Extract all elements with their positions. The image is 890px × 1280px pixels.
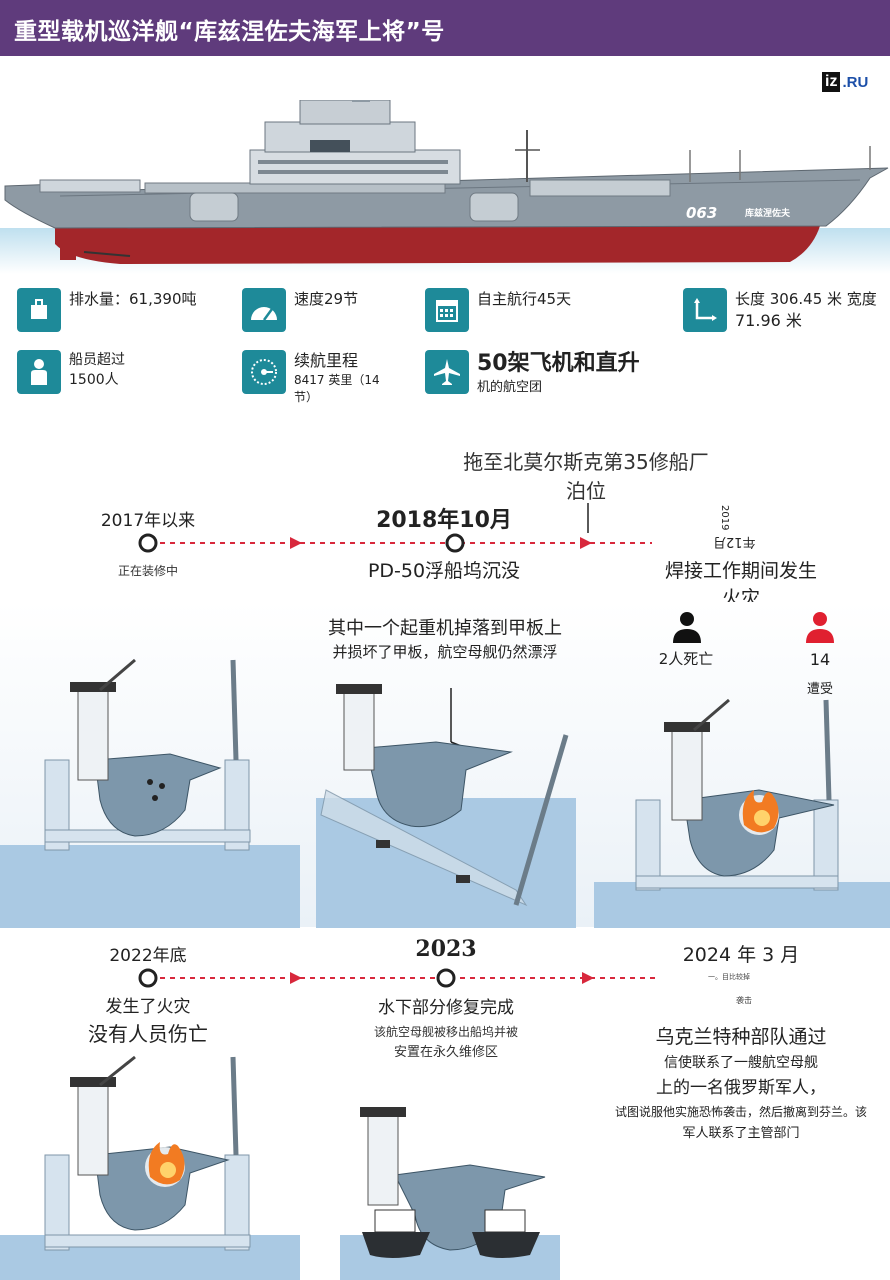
- stat-crew-line1: 船员超过: [69, 352, 125, 368]
- scene-tugboats: [340, 1107, 560, 1280]
- stat-autonomy-text: 自主航行45天: [477, 290, 572, 308]
- event-2023-caption: 水下部分修复完成 该航空母舰被移出船坞并被 安置在永久维修区: [374, 995, 518, 1063]
- stat-displacement-text: 排水量：61,390吨: [69, 290, 197, 308]
- event-2024-caption-line1: 乌克兰特种部队通过: [655, 1026, 827, 1048]
- stat-speed-text: 速度29节: [294, 290, 359, 308]
- timeline-node-2018: [445, 533, 465, 553]
- tow-note-line2: 泊位: [565, 479, 606, 503]
- stat-range-text: 续航里程 8417 英里（14 节）: [294, 350, 380, 406]
- event-2023-note-line1: 该航空母舰被移出船坞并被: [373, 1025, 519, 1039]
- stat-air-wing: 50架飞机和直升 机的航空团: [425, 350, 640, 398]
- dead-label: 2人死亡: [658, 650, 714, 668]
- timeline-2-track: [138, 968, 660, 988]
- injured-count: 14: [809, 650, 831, 669]
- timeline-node-2017: [138, 533, 158, 553]
- stat-dimensions-text: 长度 306.45 米 宽度 71.96 米: [735, 288, 877, 332]
- scene-dock-sinking: [316, 684, 576, 928]
- fire-icon: [145, 1142, 185, 1187]
- scene-fire-2022: [0, 1055, 300, 1280]
- event-2019-year: 2019: [719, 505, 730, 531]
- stat-dimensions-line2: 71.96 米: [735, 311, 802, 330]
- stat-range-line3: 节）: [294, 390, 319, 404]
- event-2024-note-line4: 军人联系了主管部门: [682, 1126, 800, 1141]
- stat-dimensions: 长度 306.45 米 宽度 71.96 米: [683, 288, 877, 332]
- event-2024-note-line1: 信使联系了一艘航空母舰: [663, 1055, 818, 1071]
- tow-note: 拖至北莫尔斯克第35修船厂 泊位: [463, 446, 708, 504]
- event-2024-tiny-note: 一。目比较掉: [708, 973, 750, 981]
- event-2018-caption: PD-50浮船坞沉没: [367, 560, 521, 582]
- logo-suffix: .RU: [842, 73, 869, 91]
- header-bar: 重型载机巡洋舰“库兹涅佐夫海军上将”号: [0, 0, 890, 56]
- event-2024-date: 2024 年 3 月: [682, 944, 800, 966]
- event-2023-date: 2023: [415, 936, 477, 962]
- stat-displacement: 排水量：61,390吨: [17, 288, 197, 332]
- stat-air-wing-line2: 机的航空团: [477, 380, 543, 395]
- timeline-1-track: [138, 503, 652, 553]
- hull-number: 063: [686, 204, 717, 222]
- injured-person-icon: [806, 612, 834, 643]
- event-2017-caption: 正在装修中: [117, 564, 179, 578]
- scene-dock-repair: [0, 658, 300, 928]
- event-2017-date: 2017年以来: [100, 511, 196, 531]
- tugboat-right-icon: [472, 1209, 540, 1258]
- crane-note-line1: 其中一个起重机掉落到甲板上: [328, 618, 562, 639]
- logo-box: iz: [822, 72, 841, 92]
- crane-note: 其中一个起重机掉落到甲板上 并损坏了甲板，航空母舰仍然漂浮: [328, 617, 562, 663]
- range-gauge-icon: [242, 350, 286, 394]
- aircraft-carrier-illustration: 063 库兹涅佐夫: [4, 100, 889, 264]
- fire-icon: [739, 790, 779, 835]
- timeline-node-2023: [436, 968, 456, 988]
- hull-name: 库兹涅佐夫: [745, 207, 791, 219]
- calendar-icon: [425, 288, 469, 332]
- event-2019-month: 年12月: [713, 534, 756, 549]
- speedometer-icon: [242, 288, 286, 332]
- tow-note-line1: 拖至北莫尔斯克第35修船厂: [463, 450, 709, 474]
- event-2022-caption: 发生了火灾 没有人员伤亡: [88, 995, 208, 1049]
- stat-range-line1: 续航里程: [294, 351, 359, 370]
- tugboat-left-icon: [362, 1209, 430, 1258]
- event-2023-note-line2: 安置在永久维修区: [393, 1045, 499, 1060]
- dead-person-icon: [673, 612, 701, 643]
- stat-dimensions-line1: 长度 306.45 米 宽度: [735, 290, 877, 308]
- crane-note-line2: 并损坏了甲板，航空母舰仍然漂浮: [332, 643, 558, 661]
- event-2024-note-line2: 上的一名俄罗斯军人，: [655, 1078, 826, 1098]
- stat-crew: 船员超过 1500人: [17, 350, 125, 394]
- weight-icon: [17, 288, 61, 332]
- stat-range: 续航里程 8417 英里（14 节）: [242, 350, 380, 406]
- stat-speed: 速度29节: [242, 288, 358, 332]
- jet-icon: [425, 350, 469, 394]
- stat-autonomy: 自主航行45天: [425, 288, 571, 332]
- timeline-node-2022: [138, 968, 158, 988]
- event-2018-date: 2018年10月: [376, 508, 512, 533]
- stat-air-wing-text: 50架飞机和直升 机的航空团: [477, 350, 640, 398]
- iz-ru-logo: iz .RU: [822, 70, 868, 94]
- dimensions-icon: [683, 288, 727, 332]
- event-2022-caption-line2: 没有人员伤亡: [88, 1022, 208, 1046]
- event-2019-caption-line1: 焊接工作期间发生: [664, 560, 818, 582]
- stat-air-wing-line1: 50架飞机和直升: [477, 351, 640, 376]
- stat-crew-text: 船员超过 1500人: [69, 350, 125, 394]
- injured-label: 遭受: [806, 682, 834, 697]
- event-2022-caption-line1: 发生了火灾: [105, 997, 191, 1017]
- event-2022-date: 2022年底: [109, 946, 187, 966]
- scene-fire-2019: [594, 698, 890, 928]
- crew-icon: [17, 350, 61, 394]
- event-2024-tiny-note-2: 袭击: [736, 996, 752, 1005]
- event-2024-caption: 乌克兰特种部队通过 信使联系了一艘航空母舰 上的一名俄罗斯军人， 试图说服他实施…: [615, 1023, 867, 1145]
- stat-range-line2: 8417 英里（14: [294, 373, 380, 387]
- page-title: 重型载机巡洋舰“库兹涅佐夫海军上将”号: [14, 19, 445, 45]
- event-2024-note-line3: 试图说服他实施恐怖袭击，然后撤离到芬兰。该: [614, 1105, 868, 1119]
- event-2023-caption-line1: 水下部分修复完成: [377, 998, 514, 1018]
- stat-crew-line2: 1500人: [69, 372, 119, 388]
